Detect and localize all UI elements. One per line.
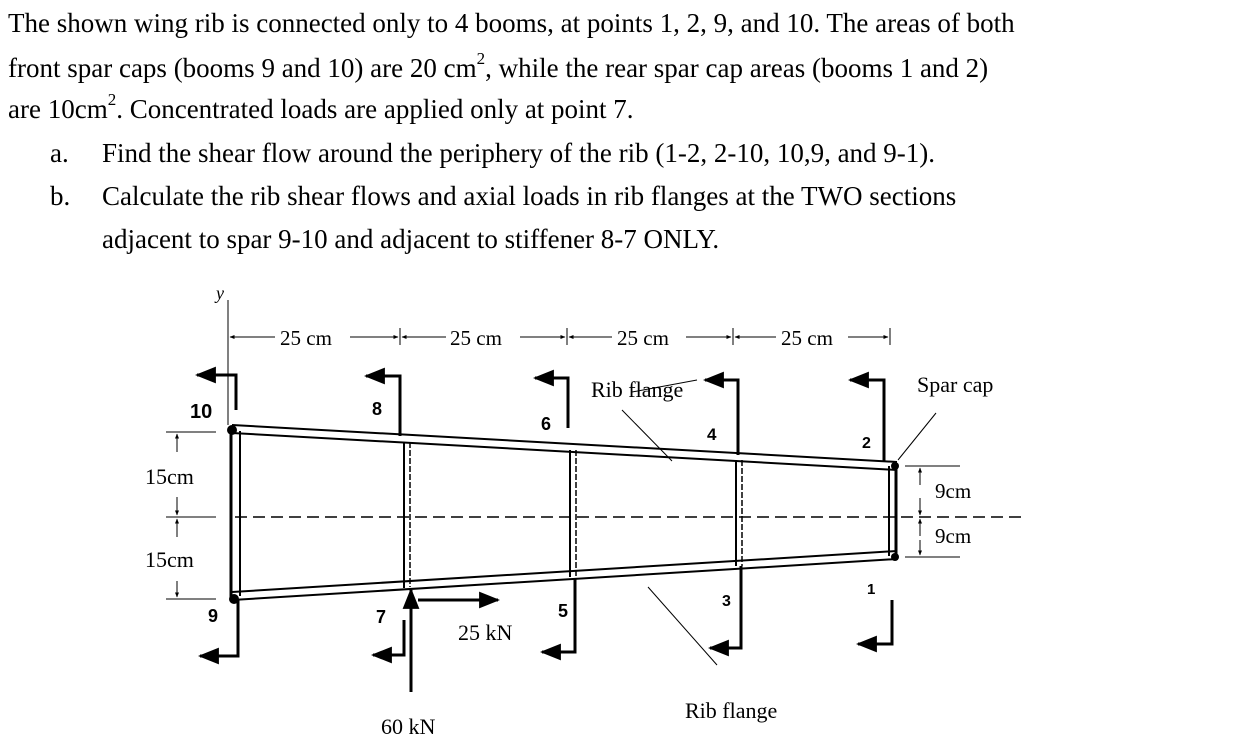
dim-label-4: 25 cm bbox=[781, 326, 833, 350]
bottom-reaction-symbols bbox=[197, 566, 894, 665]
cm2-superscript: 2 bbox=[476, 49, 486, 68]
rib-flange-top-label: Rib flange bbox=[591, 377, 683, 402]
boom-10-dot bbox=[227, 425, 237, 435]
point-8-label: 8 bbox=[372, 399, 382, 419]
spar-cap-label: Spar cap bbox=[917, 372, 993, 397]
item-b-label: b. bbox=[50, 181, 71, 211]
boom-2-dot bbox=[891, 462, 899, 470]
item-b-text-2: adjacent to spar 9-10 and adjacent to st… bbox=[102, 224, 720, 254]
top-rib-flange bbox=[231, 424, 898, 471]
item-a-text: Find the shear flow around the periphery… bbox=[102, 138, 936, 168]
problem-line-3: are 10cm2. Concentrated loads are applie… bbox=[8, 88, 634, 130]
rib-flange-top-leader-b bbox=[621, 409, 673, 462]
point-2-label: 2 bbox=[862, 435, 871, 452]
load-25kn-label: 25 kN bbox=[458, 620, 513, 645]
item-b-text-1: Calculate the rib shear flows and axial … bbox=[102, 181, 957, 211]
problem-line-3b: . Concentrated loads are applied only at… bbox=[116, 94, 634, 124]
problem-line-3a: are 10cm bbox=[8, 94, 108, 124]
point-10-label: 10 bbox=[190, 401, 212, 423]
stiffener-4-3 bbox=[735, 460, 743, 566]
top-reaction-symbols bbox=[194, 366, 886, 462]
left-height-dimensions bbox=[166, 431, 216, 600]
stiffener-8-7 bbox=[403, 442, 411, 588]
rear-spar-1-2 bbox=[888, 466, 898, 556]
problem-line-2b: , while the rear spar cap areas (booms 1… bbox=[485, 53, 989, 83]
problem-line-1: The shown wing rib is connected only to … bbox=[8, 8, 1015, 38]
problem-line-2: front spar caps (booms 9 and 10) are 20 … bbox=[8, 47, 988, 89]
height-label-upper: 15cm bbox=[145, 464, 194, 489]
dim-label-1: 25 cm bbox=[280, 326, 332, 350]
point-7-label: 7 bbox=[376, 607, 386, 627]
problem-line-2a: front spar caps (booms 9 and 10) are 20 … bbox=[8, 53, 477, 83]
stiffener-6-5 bbox=[569, 450, 577, 577]
rib-flange-top-leader-a bbox=[631, 379, 698, 393]
rear-height-upper: 9cm bbox=[935, 479, 971, 503]
rib-flange-bottom-leader bbox=[647, 586, 718, 666]
dim-label-2: 25 cm bbox=[450, 326, 502, 350]
rib-flange-bottom-label: Rib flange bbox=[685, 698, 777, 723]
bottom-rib-flange bbox=[231, 550, 898, 601]
height-label-lower: 15cm bbox=[145, 547, 194, 572]
point-9-label: 9 bbox=[208, 606, 218, 626]
dim-label-3: 25 cm bbox=[617, 326, 669, 350]
point-6-label: 6 bbox=[541, 414, 551, 434]
rear-height-lower: 9cm bbox=[935, 524, 971, 548]
point-3-label: 3 bbox=[722, 593, 731, 610]
boom-1-dot bbox=[891, 553, 899, 561]
span-dimensions bbox=[227, 328, 891, 345]
point-1-label: 1 bbox=[867, 581, 875, 598]
spar-cap-leader bbox=[897, 412, 937, 461]
front-spar-9-10 bbox=[229, 428, 241, 597]
y-axis-label: y bbox=[214, 283, 224, 303]
item-a-label: a. bbox=[50, 138, 69, 168]
load-60kn-label: 60 kN bbox=[381, 714, 436, 739]
right-height-dimensions bbox=[905, 465, 960, 558]
point-4-label: 4 bbox=[707, 425, 717, 444]
point-5-label: 5 bbox=[558, 601, 568, 621]
cm2-superscript: 2 bbox=[107, 90, 117, 109]
